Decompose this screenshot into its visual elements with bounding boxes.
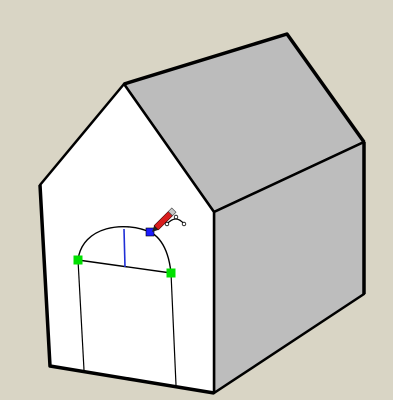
door-left-edge[interactable] — [77, 259, 85, 371]
arc-bulge-guide — [123, 228, 126, 268]
arc-inference-icon — [164, 214, 187, 227]
outline-edge-top — [123, 32, 366, 144]
outline-edge-left — [38, 184, 215, 395]
arc-start-point[interactable] — [73, 255, 83, 265]
door-right-edge[interactable] — [170, 272, 177, 386]
arc-end-point[interactable] — [166, 268, 176, 278]
snap-point — [145, 227, 155, 237]
